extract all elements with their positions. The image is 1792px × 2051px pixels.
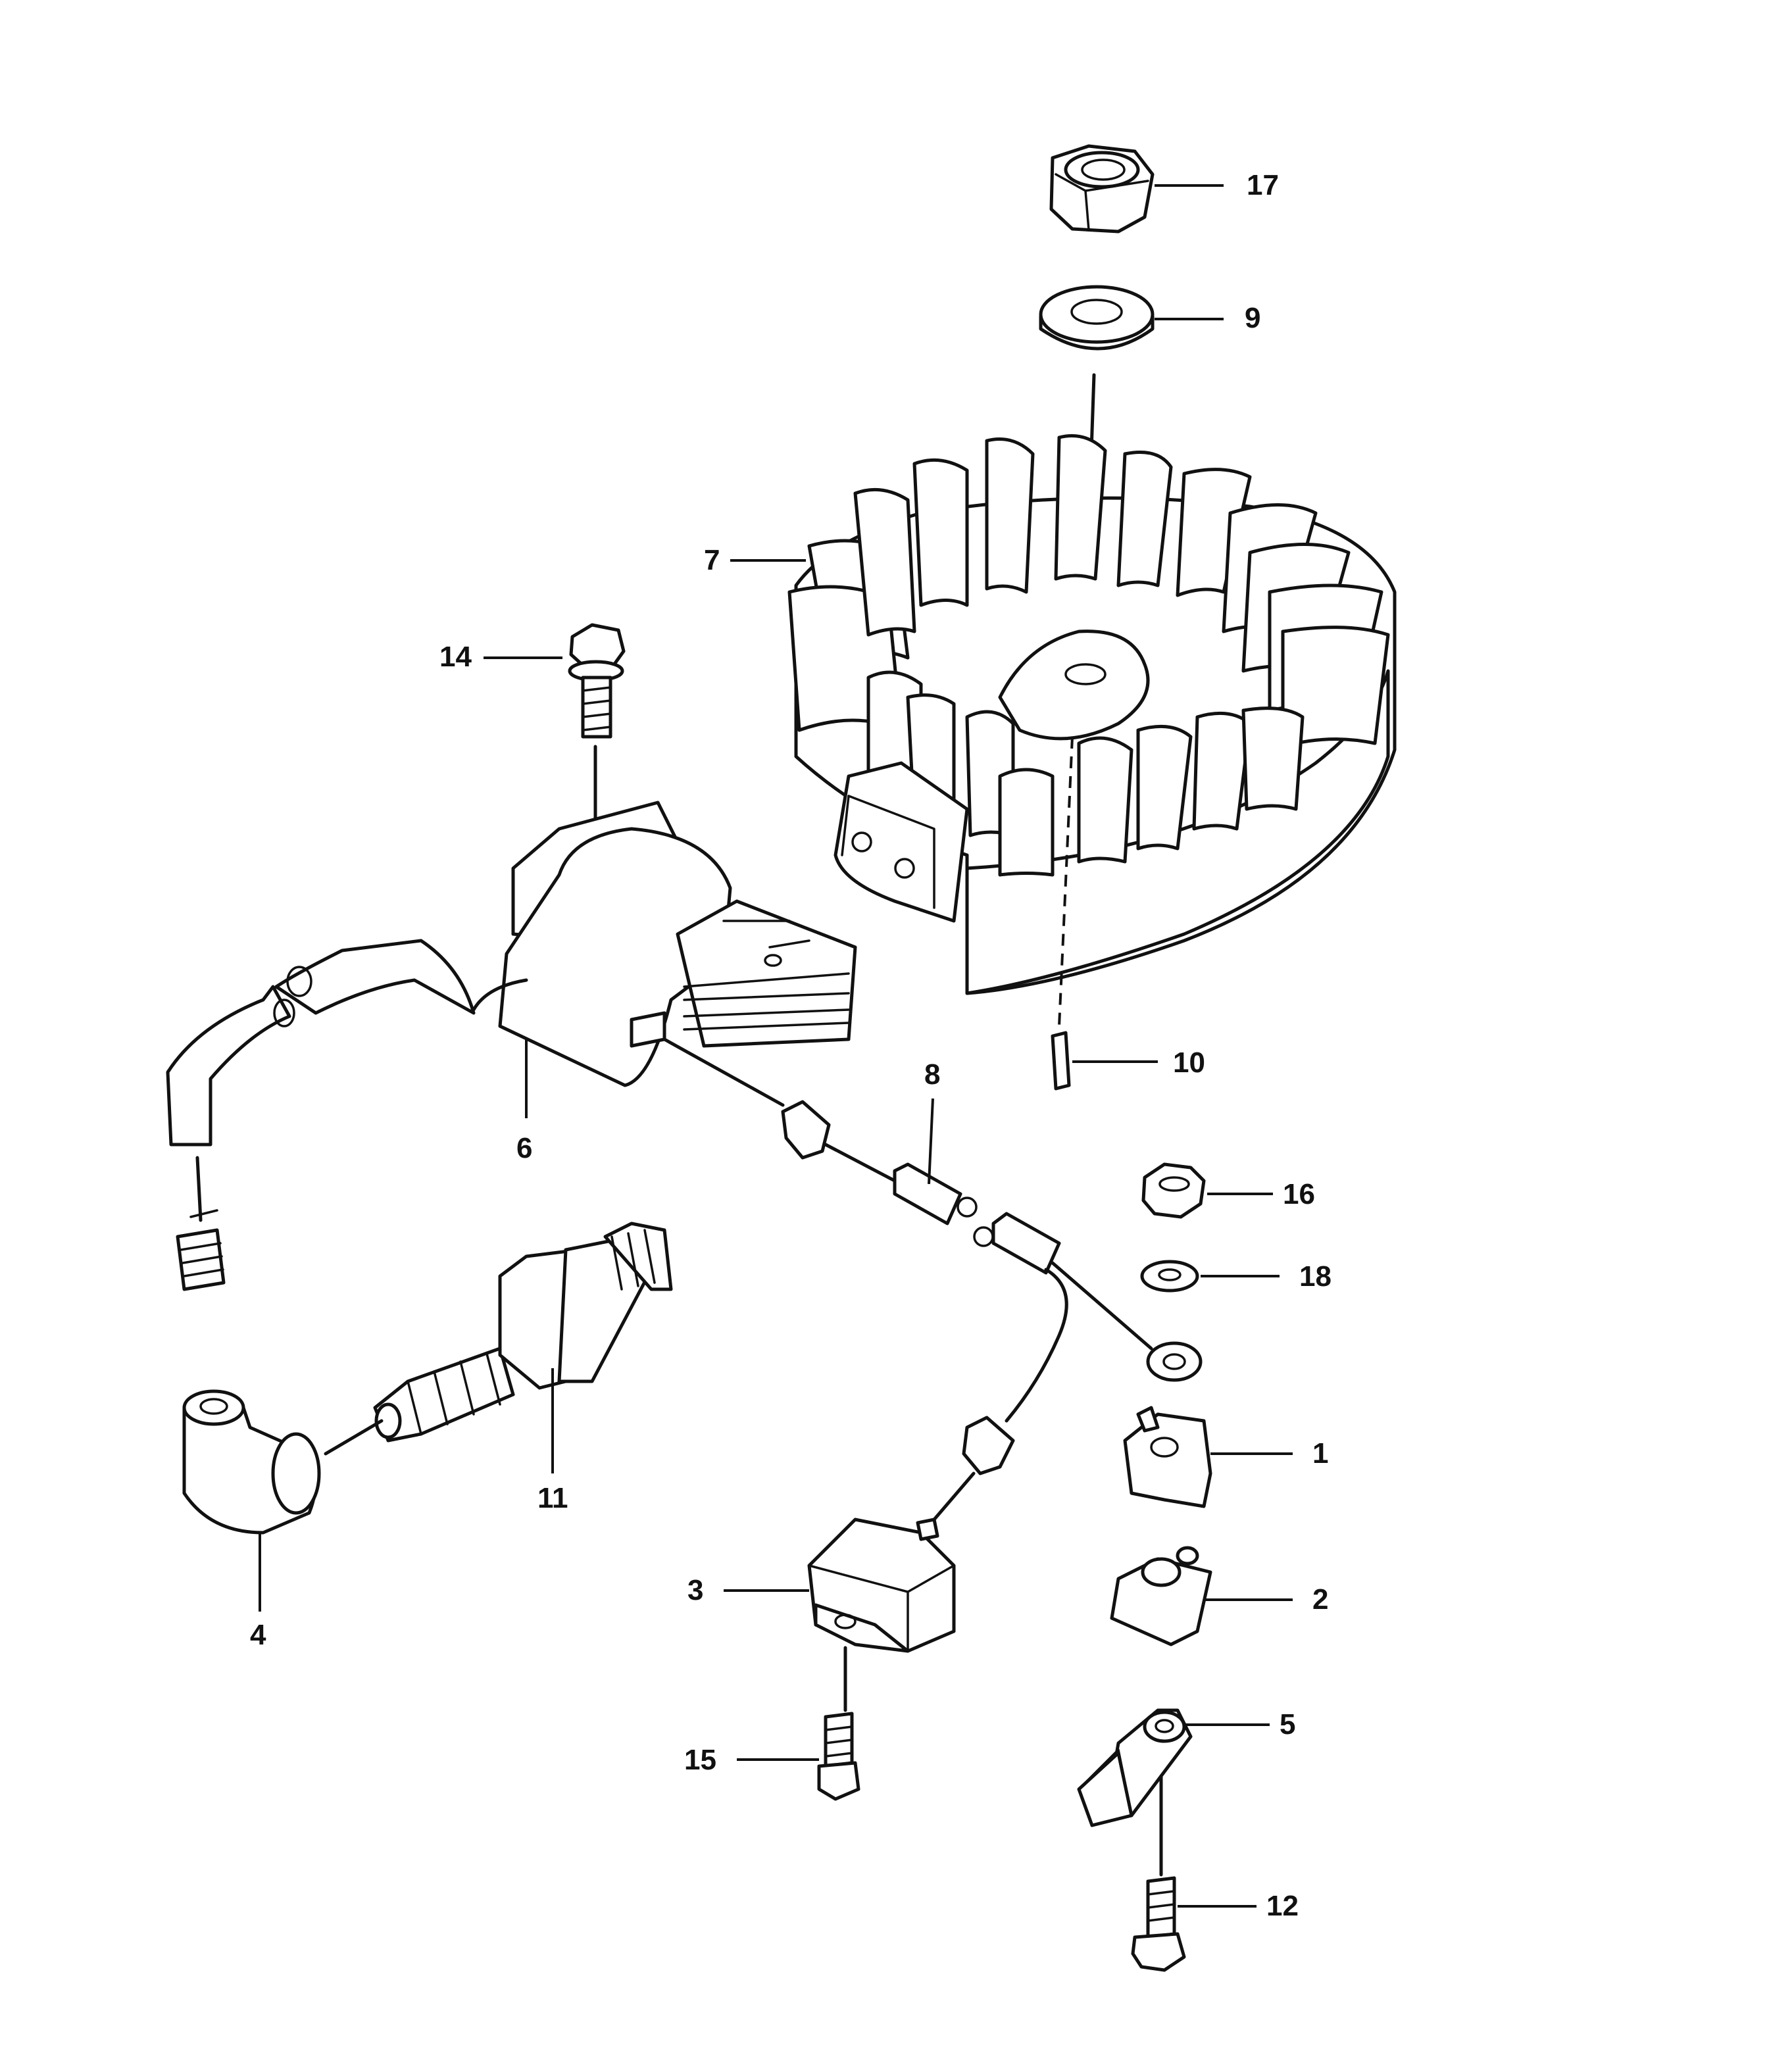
part-16-nut	[1141, 1162, 1206, 1219]
callout-9: 9	[1245, 302, 1260, 334]
callout-1: 1	[1312, 1437, 1328, 1470]
part-2-bracket	[1110, 1546, 1212, 1646]
part-1-bracket	[1123, 1406, 1212, 1508]
callout-16: 16	[1283, 1178, 1315, 1210]
callout-6: 6	[516, 1132, 532, 1164]
part-9-washer	[1039, 285, 1155, 351]
callout-labels: 17 9 7 14 6 8 10 16 18 11 4 1 2 3 5 15 1…	[250, 169, 1332, 1922]
plug-connect-line	[324, 1419, 384, 1456]
part-12-bolt	[1131, 1876, 1186, 1972]
part-18-washer	[1140, 1260, 1199, 1293]
part-7-flywheel	[787, 434, 1397, 995]
callout-11: 11	[537, 1482, 568, 1514]
callout-2: 2	[1312, 1583, 1328, 1616]
part-11-spark-plug	[373, 1222, 673, 1443]
part-4-plug-cap	[182, 1389, 321, 1535]
part-8-wire-harness	[662, 1037, 1203, 1521]
callout-5: 5	[1280, 1708, 1295, 1741]
callout-17: 17	[1247, 169, 1279, 201]
callout-15: 15	[684, 1744, 716, 1776]
callout-3: 3	[687, 1574, 703, 1606]
callout-12: 12	[1266, 1890, 1299, 1922]
callout-4: 4	[250, 1619, 266, 1651]
callout-10: 10	[1173, 1047, 1205, 1079]
spring-terminal	[176, 1209, 226, 1291]
leader-lines	[259, 184, 1293, 1908]
lead-line-cap	[195, 1156, 203, 1222]
part-5-plate	[1077, 1708, 1193, 1827]
part-15-screw	[817, 1712, 860, 1801]
callout-7: 7	[704, 544, 720, 576]
axis-dash-key	[1058, 736, 1074, 1027]
callout-8: 8	[924, 1058, 940, 1091]
part-3-module	[807, 1518, 956, 1653]
callout-18: 18	[1299, 1260, 1332, 1293]
high-tension-lead	[166, 939, 528, 1147]
part-14-bolt	[568, 623, 626, 739]
callout-14: 14	[439, 641, 472, 673]
part-17-nut	[1049, 144, 1155, 234]
part-10-key	[1051, 1031, 1071, 1091]
part-6-ignition-coil	[498, 801, 857, 1087]
